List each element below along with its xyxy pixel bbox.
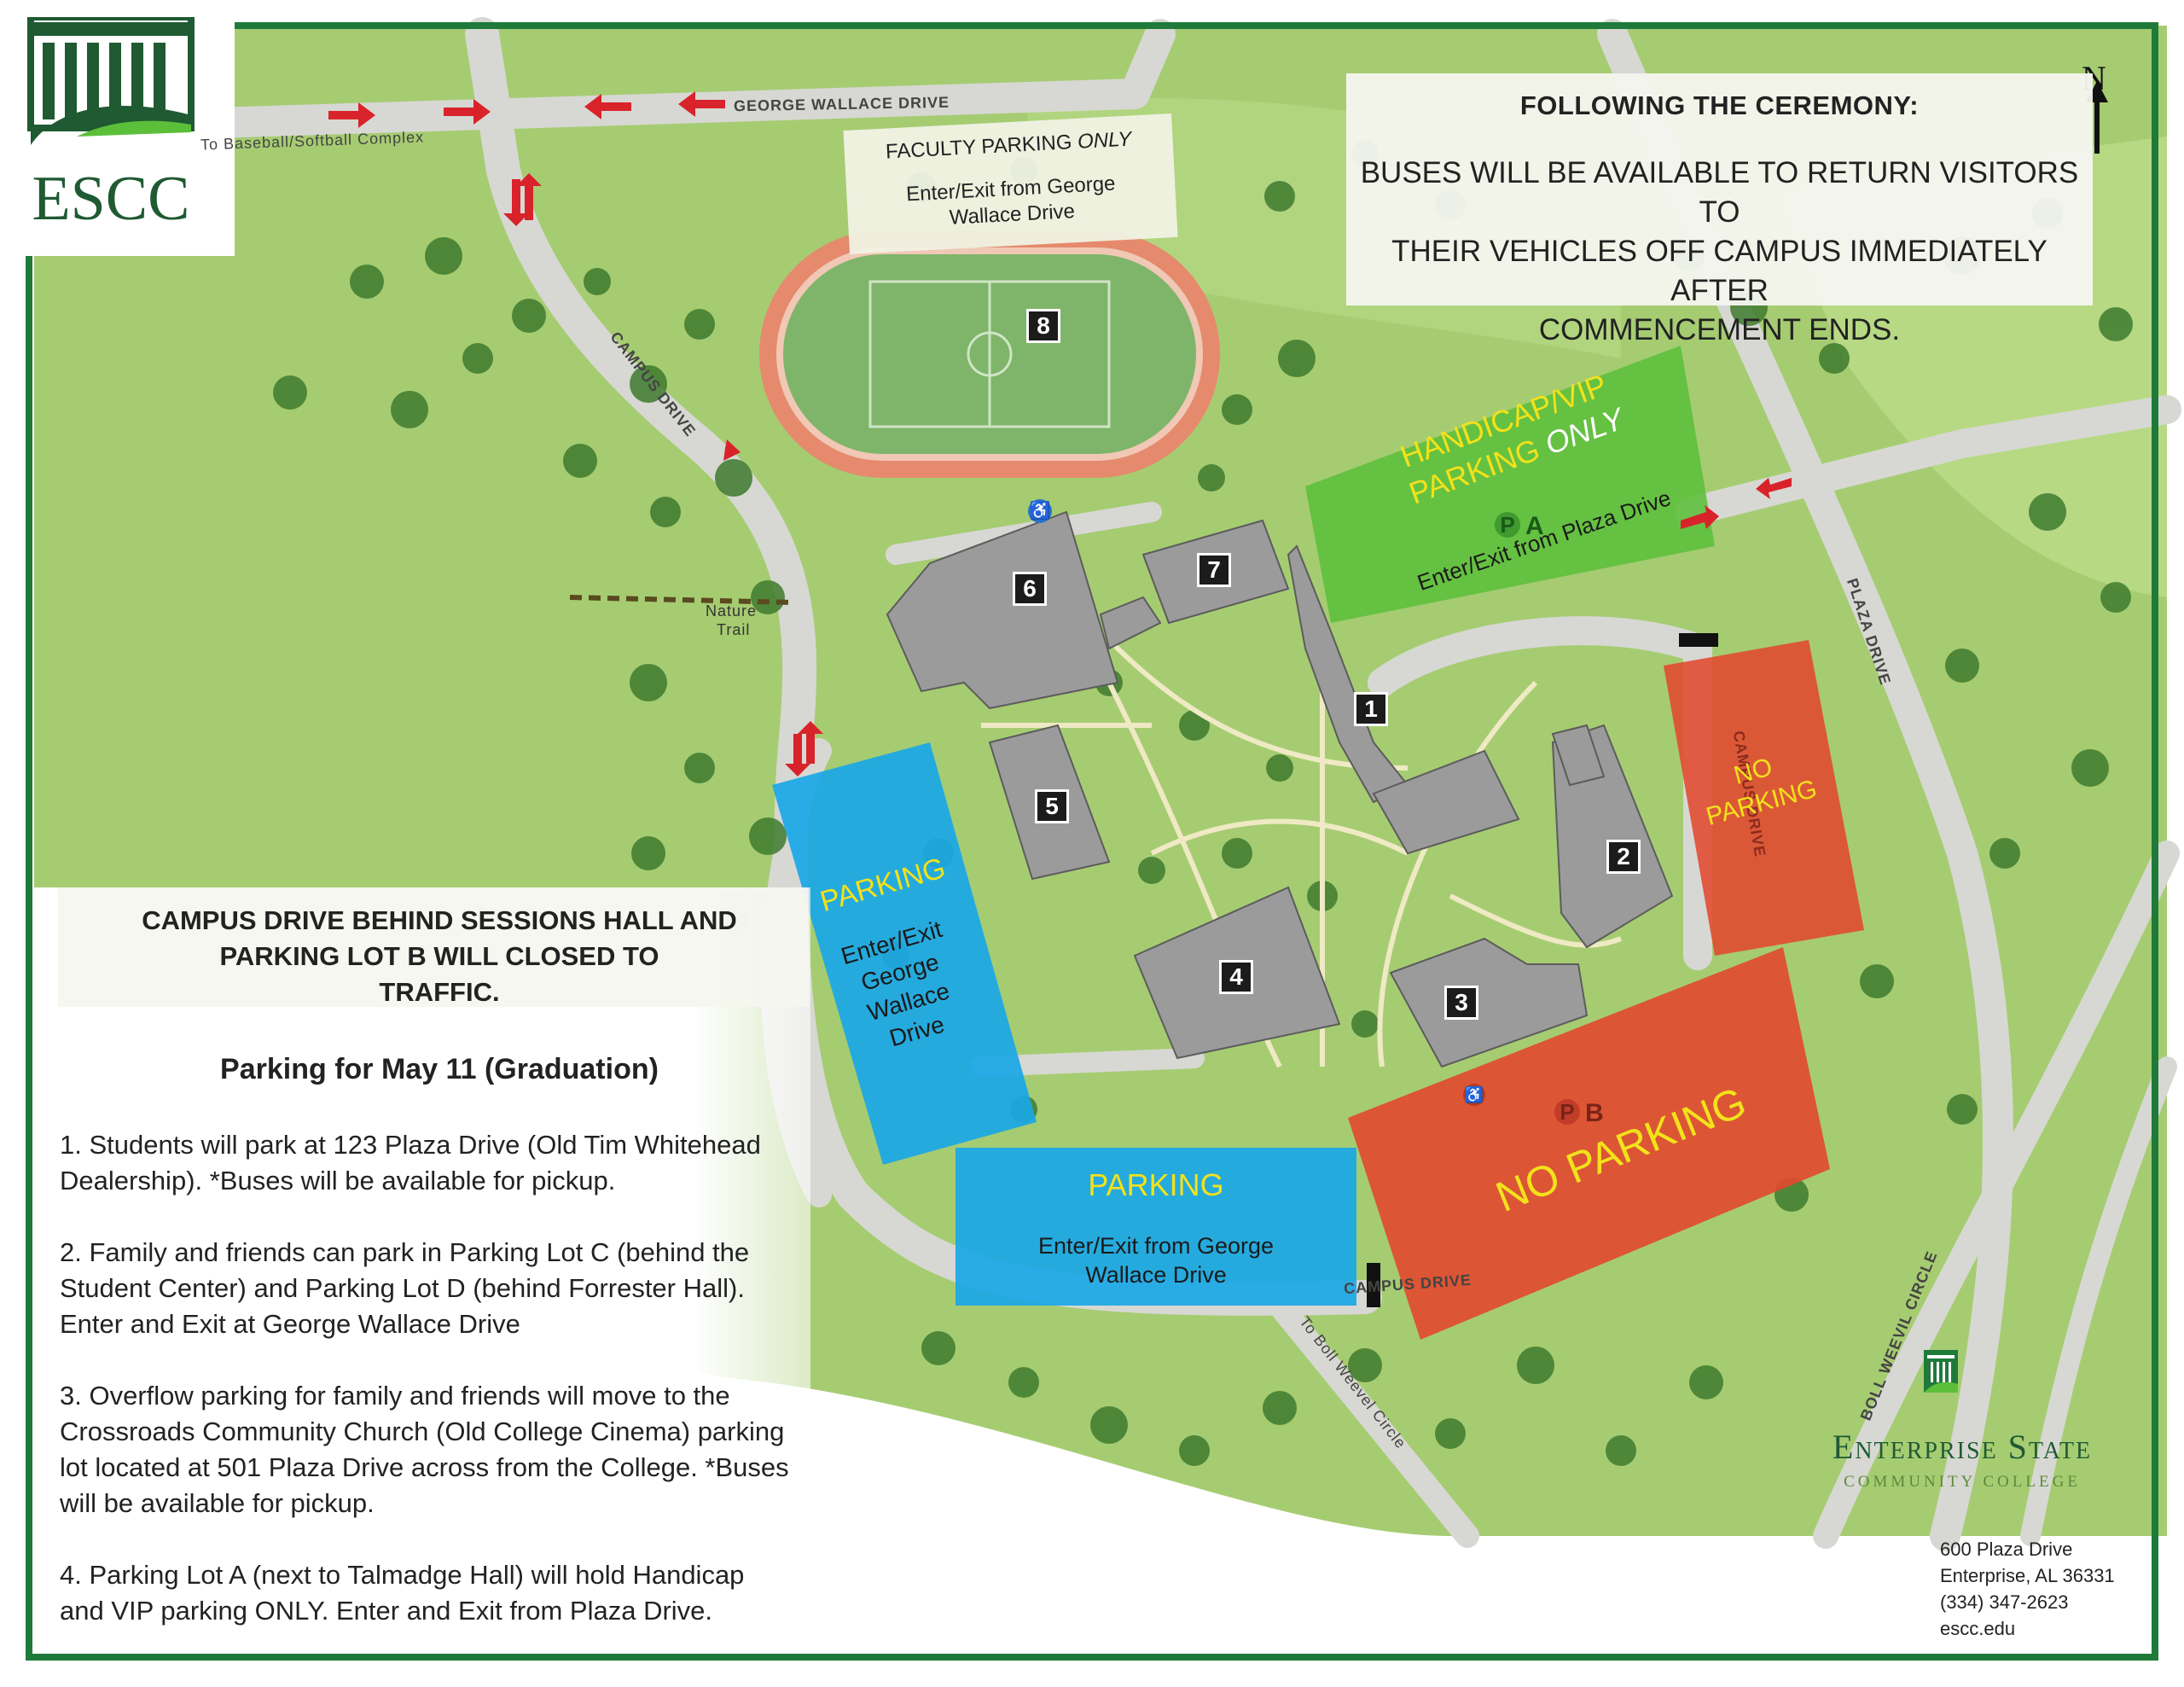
ceremony-line-1: BUSES WILL BE AVAILABLE TO RETURN VISITO…	[1360, 156, 2079, 229]
accessibility-icon: ♿	[1463, 1084, 1485, 1106]
building-number-3: 3	[1444, 986, 1478, 1020]
parking-zone-south	[956, 1148, 1356, 1306]
building-number-8: 8	[1026, 309, 1060, 343]
track-field	[759, 230, 1220, 478]
building-number-6: 6	[1013, 572, 1047, 606]
building-number-5: 5	[1035, 789, 1069, 823]
note-item-2-line: Student Center) and Parking Lot D (behin…	[60, 1273, 745, 1303]
road-label-george-wallace: GEORGE WALLACE DRIVE	[733, 93, 950, 115]
parking-south-line1: Enter/Exit from George	[1037, 1233, 1275, 1259]
boll-weevil-circle	[1813, 841, 2180, 1549]
ceremony-line-2: THEIR VEHICLES OFF CAMPUS IMMEDIATELY AF…	[1391, 235, 2048, 307]
notes-header-band	[58, 887, 809, 1007]
ceremony-line-3: COMMENCEMENT ENDS.	[1538, 313, 1901, 346]
escc-logo	[27, 17, 195, 145]
college-sub: COMMUNITY COLLEGE	[1844, 1473, 2081, 1491]
parking-south-line2: Wallace Drive	[1085, 1262, 1227, 1288]
notes-backdrop	[34, 887, 810, 1647]
building-number-7: 7	[1197, 553, 1231, 587]
note-item-2: 2. Family and friends can park in Parkin…	[60, 1235, 819, 1342]
note-item-1-line: Dealership). *Buses will be available fo…	[60, 1166, 616, 1195]
address-website[interactable]: escc.edu	[1940, 1618, 2016, 1639]
address-city: Enterprise, AL 36331	[1940, 1565, 2115, 1586]
barricade	[1367, 1263, 1380, 1307]
george-wallace-drive	[36, 19, 1176, 143]
note-item-4: 4. Parking Lot A (next to Talmadge Hall)…	[60, 1557, 819, 1629]
lot-b-label: B	[1585, 1099, 1604, 1127]
lot-a-p-icon: P	[1495, 512, 1520, 538]
page-frame	[26, 22, 2158, 1661]
college-logo-icon	[1924, 1350, 1958, 1393]
nature-trail-label-2: Trail	[717, 621, 751, 638]
no-parking-zone-small	[1664, 640, 1864, 956]
note-item-2-line: 2. Family and friends can park in Parkin…	[60, 1237, 750, 1267]
parking-south-title: PARKING	[1088, 1167, 1224, 1202]
walkways	[981, 637, 1623, 1068]
handicap-zone	[1305, 346, 1715, 623]
note-item-3-line: Crossroads Community Church (Old College…	[60, 1416, 785, 1446]
notes-header-line-1: CAMPUS DRIVE BEHIND SESSIONS HALL AND	[142, 905, 737, 935]
ceremony-panel: FOLLOWING THE CEREMONY: BUSES WILL BE AV…	[1346, 73, 2093, 346]
faculty-parking-title: FACULTY PARKING	[885, 131, 1073, 164]
note-item-3-line: will be available for pickup.	[60, 1488, 375, 1518]
note-item-2-line: Enter and Exit at George Wallace Drive	[60, 1309, 520, 1339]
address-block: 600 Plaza Drive Enterprise, AL 36331 (33…	[1940, 1536, 2115, 1642]
note-item-3-line: 3. Overflow parking for family and frien…	[60, 1381, 730, 1411]
notes-header-line-3: TRAFFIC.	[379, 977, 500, 1007]
note-item-3: 3. Overflow parking for family and frien…	[60, 1378, 819, 1521]
building-number-4: 4	[1219, 960, 1253, 994]
lot-a-label: A	[1525, 512, 1544, 540]
parking-south-enter-exit: Enter/Exit from George Wallace Drive	[956, 1231, 1356, 1289]
notes-panel: CAMPUS DRIVE BEHIND SESSIONS HALL AND PA…	[60, 903, 819, 1629]
notes-subheader: Parking for May 11 (Graduation)	[220, 1053, 659, 1085]
barricade	[1679, 633, 1718, 647]
compass-arrow	[2094, 94, 2100, 154]
building-number-1: 1	[1354, 692, 1388, 726]
logo-text: ESCC	[32, 164, 190, 234]
accessibility-icon: ♿	[1028, 499, 1052, 523]
ceremony-title: FOLLOWING THE CEREMONY:	[1519, 90, 1920, 120]
faculty-parking-only: ONLY	[1077, 127, 1132, 154]
college-name: Enterprise State	[1832, 1428, 2093, 1466]
note-item-3-line: lot located at 501 Plaza Drive across fr…	[60, 1452, 789, 1482]
traffic-arrows	[328, 91, 1792, 777]
parking-zone-west	[772, 742, 1037, 1165]
address-street: 600 Plaza Drive	[1940, 1539, 2073, 1560]
building-number-2: 2	[1606, 840, 1641, 874]
no-parking-zone-big	[1348, 947, 1830, 1340]
address-phone: (334) 347-2623	[1940, 1591, 2069, 1613]
faculty-parking-note: FACULTY PARKING ONLY Enter/Exit from Geo…	[843, 113, 1178, 254]
note-item-4-line: and VIP parking ONLY. Enter and Exit fro…	[60, 1596, 713, 1626]
note-item-1: 1. Students will park at 123 Plaza Drive…	[60, 1127, 819, 1199]
nature-trail-label-1: Nature	[706, 602, 758, 620]
lot-b-p-icon: P	[1554, 1099, 1580, 1125]
notes-header-line-2: PARKING LOT B WILL CLOSED TO	[219, 941, 659, 971]
note-item-1-line: 1. Students will park at 123 Plaza Drive…	[60, 1130, 761, 1160]
note-item-4-line: 4. Parking Lot A (next to Talmadge Hall)…	[60, 1560, 745, 1590]
